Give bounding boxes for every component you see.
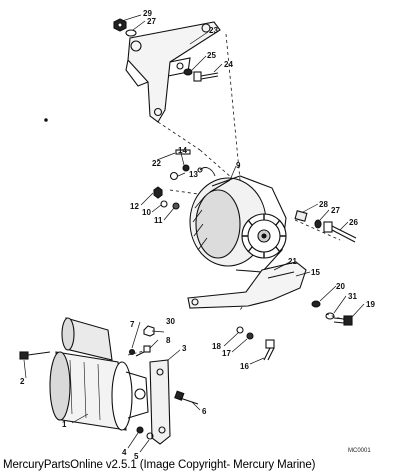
- bolt-24: [193, 71, 219, 82]
- starter-motor: [49, 317, 149, 431]
- callout-4: 4: [122, 448, 127, 457]
- bolt-8: [135, 345, 151, 357]
- nut-30: [143, 325, 155, 337]
- callout-8: 8: [166, 336, 171, 345]
- callout-16: 16: [240, 362, 249, 371]
- callout-14: 14: [178, 146, 187, 155]
- callout-6: 6: [202, 407, 207, 416]
- callout-22: 22: [152, 159, 161, 168]
- callout-5: 5: [134, 452, 139, 461]
- nut-29: [113, 18, 127, 32]
- spacer-28: [294, 210, 308, 222]
- callout-1: 1: [62, 420, 67, 429]
- callout-17: 17: [222, 349, 231, 358]
- callout-27-top: 27: [147, 17, 156, 26]
- callout-27-right: 27: [331, 206, 340, 215]
- washer-27-right: [314, 219, 322, 229]
- nut-12: [153, 186, 163, 199]
- washer-17: [246, 332, 254, 340]
- image-caption: MercuryPartsOnline v2.5.1 (Image Copyrig…: [3, 459, 316, 471]
- callout-26: 26: [349, 218, 358, 227]
- callout-19: 19: [366, 300, 375, 309]
- mounting-bracket: [125, 21, 221, 123]
- callout-29: 29: [143, 9, 152, 18]
- bolt-6: [174, 390, 199, 405]
- pin-22: [175, 149, 191, 155]
- bolt-16: [263, 339, 275, 361]
- callout-13: 13: [189, 170, 198, 179]
- washer-18: [236, 326, 244, 334]
- callout-20: 20: [336, 282, 345, 291]
- callout-12: 12: [130, 202, 139, 211]
- washer-11: [172, 202, 180, 210]
- callout-9: 9: [236, 161, 241, 170]
- callout-18: 18: [212, 342, 221, 351]
- callout-28: 28: [319, 200, 328, 209]
- callout-25: 25: [207, 51, 216, 60]
- callout-3: 3: [182, 344, 187, 353]
- washer-25: [183, 68, 193, 76]
- leader-lines: [23, 14, 365, 453]
- callout-7: 7: [130, 320, 135, 329]
- washer-31: [325, 312, 335, 320]
- washer-13: [169, 171, 179, 181]
- callout-24: 24: [224, 60, 233, 69]
- nut-4: [136, 426, 144, 434]
- washer-10: [160, 200, 168, 208]
- bolt-19: [333, 315, 353, 326]
- callout-23: 23: [209, 26, 218, 35]
- starter-bracket: [149, 359, 171, 445]
- callout-31: 31: [348, 292, 357, 301]
- callout-21: 21: [288, 257, 297, 266]
- callout-labels: 29 27 23 25 24 22 14 13 9 12 10 11 28 27…: [20, 9, 375, 461]
- callout-11: 11: [154, 216, 163, 225]
- alternator: [189, 167, 287, 273]
- adjusting-arm: [187, 261, 307, 309]
- callout-10: 10: [142, 208, 151, 217]
- bolt-26: [323, 221, 357, 243]
- drawing-code: MC0001: [348, 448, 371, 454]
- callout-2: 2: [20, 377, 25, 386]
- washer-20: [311, 300, 321, 308]
- washer-5: [146, 432, 154, 440]
- callout-30: 30: [166, 317, 175, 326]
- washer-27-top: [125, 29, 137, 37]
- nut-14: [182, 164, 190, 172]
- washer-7: [128, 348, 136, 356]
- bolt-2: [19, 351, 51, 360]
- callout-15: 15: [311, 268, 320, 277]
